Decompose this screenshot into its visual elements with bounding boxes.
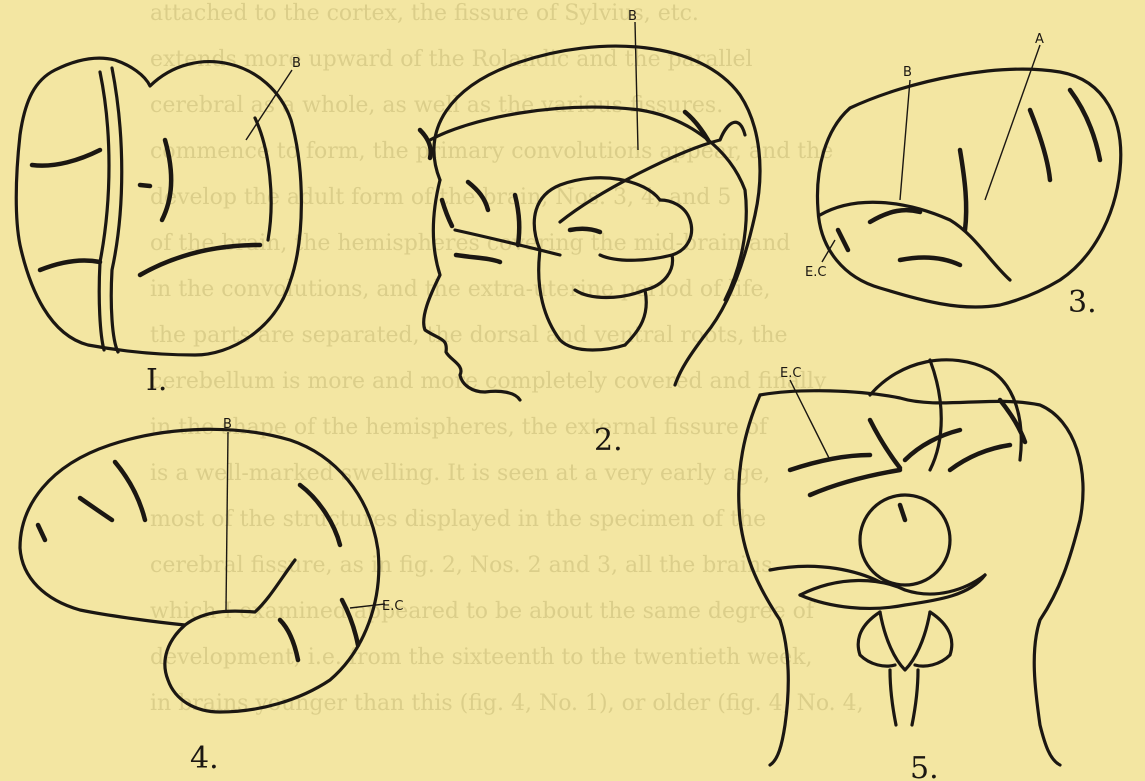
bleed-line: in brains younger than this (fig. 4, No.… xyxy=(150,691,864,716)
label-leader-line xyxy=(226,432,228,610)
sulcus xyxy=(905,430,960,460)
sulcus xyxy=(40,260,100,270)
sulcus xyxy=(960,150,966,230)
spinal-cord xyxy=(890,670,896,725)
pons xyxy=(915,612,952,666)
sulcus xyxy=(32,150,100,166)
label-b: B xyxy=(223,417,232,432)
sulcus xyxy=(255,118,271,240)
brain-outline xyxy=(817,69,1120,307)
sulcus xyxy=(1030,110,1050,180)
sulcus xyxy=(900,258,960,265)
label-leader-line xyxy=(900,80,910,200)
sulcus xyxy=(870,210,920,222)
sulcus xyxy=(38,525,45,540)
midbrain xyxy=(860,495,950,585)
label-ec: E.C xyxy=(805,265,826,280)
bleed-line: cerebral fissure, as in fig. 2, Nos. 2 a… xyxy=(150,553,772,578)
cerebellum xyxy=(800,575,985,595)
sulcus xyxy=(115,462,145,520)
label-b: B xyxy=(292,56,301,71)
bleed-line: the parts are separated, the dorsal and … xyxy=(150,323,788,348)
label-ec: E.C xyxy=(382,599,403,614)
sulcus xyxy=(790,455,870,470)
sulcus xyxy=(1070,90,1100,160)
sulcus xyxy=(80,498,112,520)
sulcus xyxy=(838,230,848,250)
bleed-line: in the shape of the hemispheres, the ext… xyxy=(150,415,769,440)
label-ec: E.C xyxy=(780,366,801,381)
cerebellum xyxy=(800,575,985,608)
figure-number: 3. xyxy=(1068,285,1097,320)
spinal-cord xyxy=(912,670,918,725)
sulcus xyxy=(900,505,905,520)
figure-number: 4. xyxy=(190,741,219,776)
longitudinal-fissure-right xyxy=(111,68,122,352)
sulcus xyxy=(870,420,900,468)
sulcus xyxy=(456,255,500,262)
figure-3: A B E.C 3. xyxy=(805,32,1121,320)
label-leader-line xyxy=(822,240,835,262)
bleed-line: is a well-marked swelling. It is seen at… xyxy=(150,461,770,486)
bleed-line: in the convolutions, and the extra-uteri… xyxy=(150,277,770,302)
sulcus xyxy=(810,470,900,495)
sylvian-fissure xyxy=(820,202,1010,280)
pons xyxy=(858,612,895,666)
label-leader-line xyxy=(635,22,638,150)
longitudinal-fissure-left xyxy=(99,72,109,350)
bleed-line: attached to the cortex, the fissure of S… xyxy=(150,1,699,26)
sulcus xyxy=(950,445,1010,470)
figure-5: E.C 5. xyxy=(739,360,1083,781)
figure-number: 5. xyxy=(910,751,939,781)
bleed-line: commence to form, the primary convolutio… xyxy=(150,139,833,164)
bleed-line: most of the structures displayed in the … xyxy=(150,507,766,532)
label-b: B xyxy=(628,9,637,24)
bleed-line: development, i.e. from the sixteenth to … xyxy=(150,645,812,670)
midline-fissure xyxy=(930,360,941,470)
figure-number: I. xyxy=(146,363,167,398)
figure-number: 2. xyxy=(594,423,623,458)
label-b: B xyxy=(903,65,912,80)
label-a: A xyxy=(1035,32,1044,47)
sulcus xyxy=(140,185,150,186)
medulla xyxy=(880,612,930,670)
